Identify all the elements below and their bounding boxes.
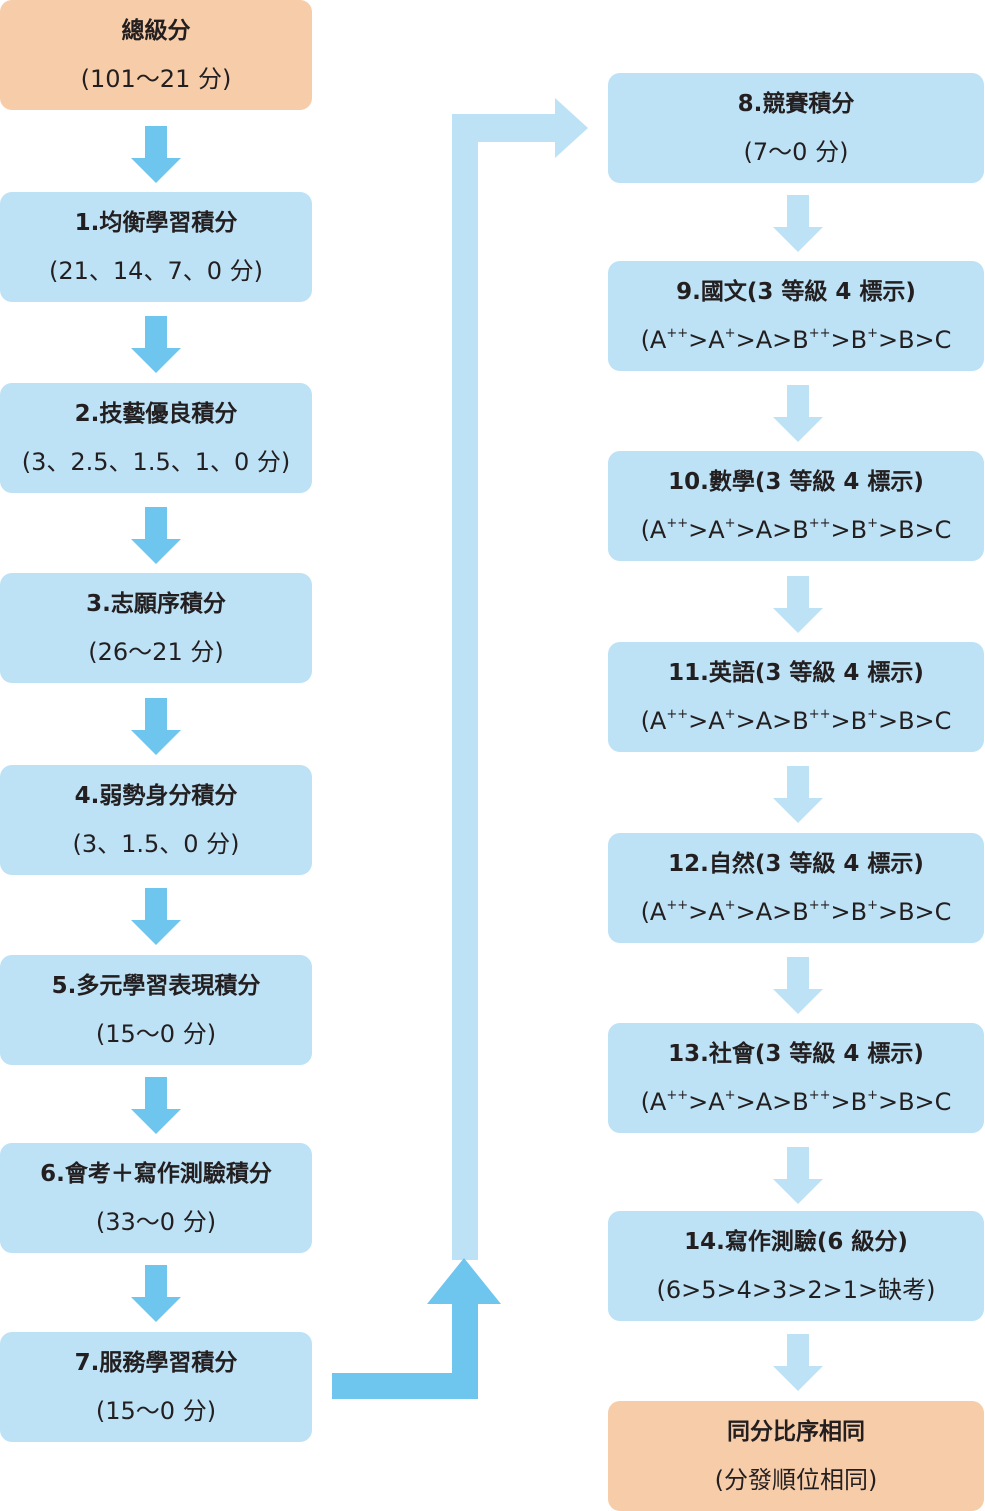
step-subtitle: (分發順位相同)	[714, 1466, 878, 1494]
down-arrow-icon	[773, 1147, 823, 1204]
step-title: 7.服務學習積分	[74, 1350, 238, 1376]
step-subtitle: (15～0 分)	[95, 1397, 217, 1425]
down-arrow-icon	[773, 195, 823, 252]
step-box-10: 10.數學(3 等級 4 標示) (A++>A+>A>B++>B+>B>C	[608, 451, 984, 561]
grade-scale: (A++>A+>A>B++>B+>B>C	[640, 326, 952, 354]
step-subtitle: (101～21 分)	[80, 65, 232, 93]
step-title: 9.國文(3 等級 4 標示)	[676, 279, 916, 305]
down-arrow-icon	[131, 1077, 181, 1134]
right-arrows	[773, 195, 823, 1391]
step-subtitle: (26～21 分)	[88, 638, 224, 666]
down-arrow-icon	[773, 957, 823, 1014]
step-title: 總級分	[121, 18, 191, 44]
connector-lower-dark	[332, 1258, 501, 1399]
step-box-7: 7.服務學習積分 (15～0 分)	[0, 1332, 312, 1442]
down-arrow-icon	[773, 576, 823, 633]
step-box-1: 1.均衡學習積分 (21、14、7、0 分)	[0, 192, 312, 302]
step-subtitle: (21、14、7、0 分)	[49, 257, 263, 285]
grade-scale: (A++>A+>A>B++>B+>B>C	[640, 516, 952, 544]
left-arrows	[131, 126, 181, 1322]
down-arrow-icon	[131, 507, 181, 564]
step-title: 1.均衡學習積分	[74, 210, 238, 236]
grade-scale: (A++>A+>A>B++>B+>B>C	[640, 898, 952, 926]
step-title: 10.數學(3 等級 4 標示)	[668, 469, 924, 495]
step-subtitle: (7～0 分)	[743, 138, 849, 166]
step-subtitle: (33～0 分)	[95, 1208, 217, 1236]
step-box-13: 13.社會(3 等級 4 標示) (A++>A+>A>B++>B+>B>C	[608, 1023, 984, 1133]
step-box-tie-result: 同分比序相同 (分發順位相同)	[608, 1401, 984, 1511]
step-box-5: 5.多元學習表現積分 (15～0 分)	[0, 955, 312, 1065]
step-subtitle: (3、2.5、1.5、1、0 分)	[21, 448, 291, 476]
step-title: 同分比序相同	[727, 1419, 865, 1445]
step-box-14: 14.寫作測驗(6 級分) (6>5>4>3>2>1>缺考)	[608, 1211, 984, 1321]
step-title: 8.競賽積分	[737, 91, 855, 117]
step-box-3: 3.志願序積分 (26～21 分)	[0, 573, 312, 683]
grade-scale: (A++>A+>A>B++>B+>B>C	[640, 1088, 952, 1116]
step-title: 11.英語(3 等級 4 標示)	[668, 660, 924, 686]
step-title: 6.會考＋寫作測驗積分	[40, 1161, 272, 1187]
step-subtitle: (6>5>4>3>2>1>缺考)	[656, 1276, 936, 1304]
step-box-8: 8.競賽積分 (7～0 分)	[608, 73, 984, 183]
step-title: 5.多元學習表現積分	[51, 973, 261, 999]
step-box-6: 6.會考＋寫作測驗積分 (33～0 分)	[0, 1143, 312, 1253]
down-arrow-icon	[131, 888, 181, 945]
step-subtitle: (15～0 分)	[95, 1020, 217, 1048]
step-title: 3.志願序積分	[86, 591, 226, 617]
step-box-4: 4.弱勢身分積分 (3、1.5、0 分)	[0, 765, 312, 875]
step-title: 2.技藝優良積分	[74, 401, 238, 427]
step-title: 4.弱勢身分積分	[74, 783, 238, 809]
step-title: 14.寫作測驗(6 級分)	[684, 1229, 908, 1255]
down-arrow-icon	[131, 316, 181, 373]
connector-upper-light	[452, 98, 588, 1260]
down-arrow-icon	[131, 126, 181, 183]
down-arrow-icon	[773, 1334, 823, 1391]
grade-scale: (A++>A+>A>B++>B+>B>C	[640, 707, 952, 735]
step-box-total-score: 總級分 (101～21 分)	[0, 0, 312, 110]
down-arrow-icon	[131, 698, 181, 755]
down-arrow-icon	[131, 1265, 181, 1322]
step-title: 12.自然(3 等級 4 標示)	[668, 851, 924, 877]
step-subtitle: (3、1.5、0 分)	[72, 830, 240, 858]
step-box-11: 11.英語(3 等級 4 標示) (A++>A+>A>B++>B+>B>C	[608, 642, 984, 752]
step-box-9: 9.國文(3 等級 4 標示) (A++>A+>A>B++>B+>B>C	[608, 261, 984, 371]
down-arrow-icon	[773, 766, 823, 823]
down-arrow-icon	[773, 385, 823, 442]
step-box-12: 12.自然(3 等級 4 標示) (A++>A+>A>B++>B+>B>C	[608, 833, 984, 943]
step-title: 13.社會(3 等級 4 標示)	[668, 1041, 924, 1067]
step-box-2: 2.技藝優良積分 (3、2.5、1.5、1、0 分)	[0, 383, 312, 493]
